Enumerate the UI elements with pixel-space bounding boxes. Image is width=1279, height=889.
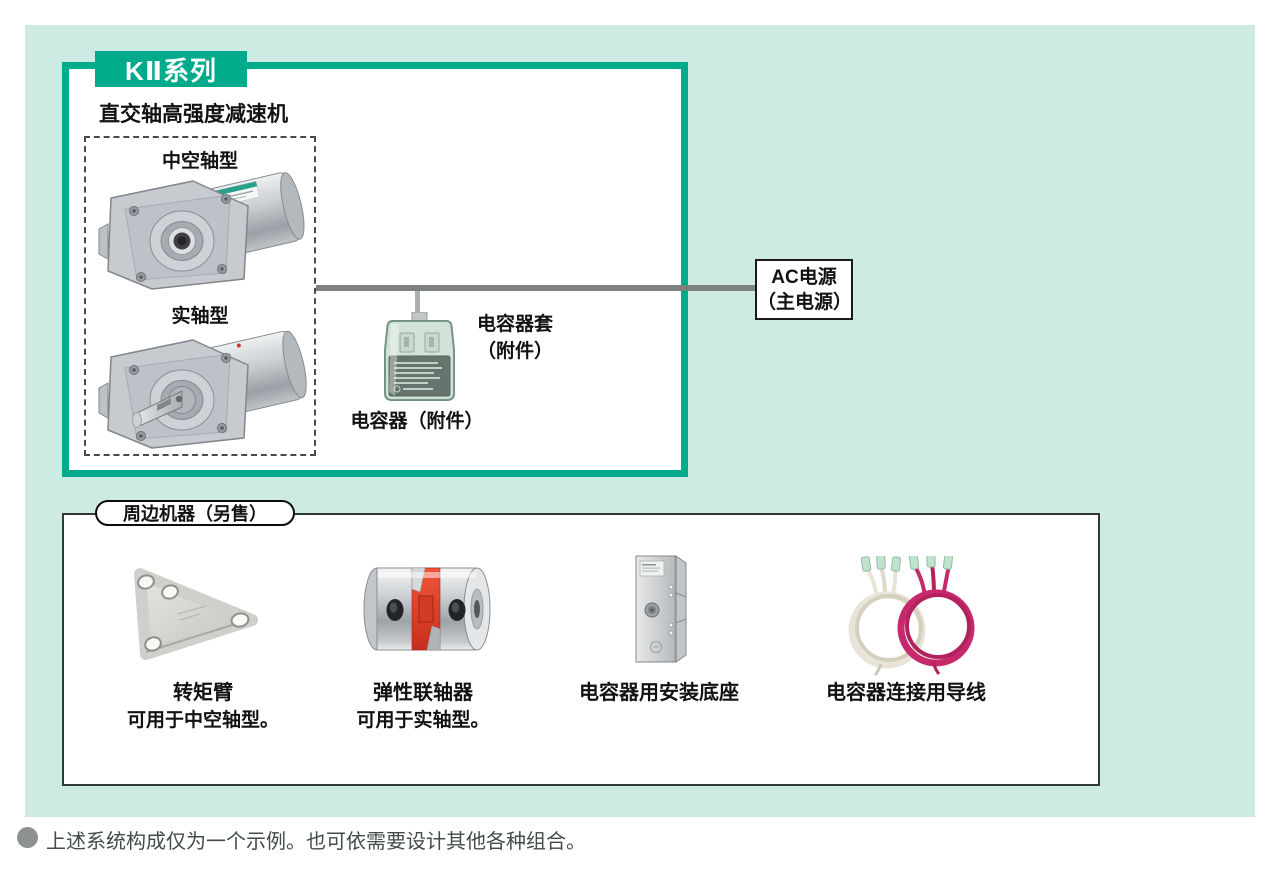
gearmotor-hollow-shaft-icon [95, 168, 307, 292]
ac-power-box: AC电源 （主电源） [755, 259, 853, 320]
capacitor-lead-wire-icon [833, 556, 989, 676]
footnote-bullet-icon [17, 827, 38, 848]
capacitor-wire [415, 291, 420, 317]
capacitor-cover-label-line2: （附件） [476, 341, 553, 362]
ac-power-line2: （主电源） [757, 291, 853, 313]
torque-arm-note: 可用于中空轴型。 [126, 710, 279, 731]
peripherals-title: 周边机器（另售） [123, 504, 267, 524]
footnote-text: 上述系统构成仅为一个示例。也可依需要设计其他各种组合。 [46, 831, 586, 853]
capacitor-label: 电容器（附件） [350, 411, 484, 432]
flexible-coupling-icon [362, 563, 492, 655]
ac-power-line1: AC电源 [771, 266, 837, 288]
flexible-coupling-name: 弹性联轴器 [373, 682, 473, 704]
flexible-coupling-note: 可用于实轴型。 [356, 710, 490, 731]
series-subtitle: 直交轴高强度减速机 [99, 103, 288, 126]
solid-shaft-type-label: 实轴型 [171, 306, 229, 327]
capacitor-mounting-base-name: 电容器用安装底座 [579, 682, 739, 704]
series-badge-label: KⅡ系列 [125, 55, 217, 86]
capacitor-cover-label-line1: 电容器套 [476, 314, 553, 335]
series-badge: KⅡ系列 [95, 51, 247, 87]
capacitor-lead-wire-name: 电容器连接用导线 [826, 682, 986, 704]
torque-arm-name: 转矩臂 [173, 682, 233, 704]
capacitor-mounting-base-icon [630, 553, 692, 665]
ac-power-line [316, 285, 755, 291]
capacitor-cover-label: 电容器套 （附件） [455, 311, 575, 365]
gearmotor-solid-shaft-icon [95, 323, 310, 451]
hollow-shaft-type-label: 中空轴型 [161, 151, 238, 172]
torque-arm-icon [120, 562, 266, 668]
peripherals-title-pill: 周边机器（另售） [95, 500, 295, 526]
capacitor-icon [383, 312, 456, 404]
